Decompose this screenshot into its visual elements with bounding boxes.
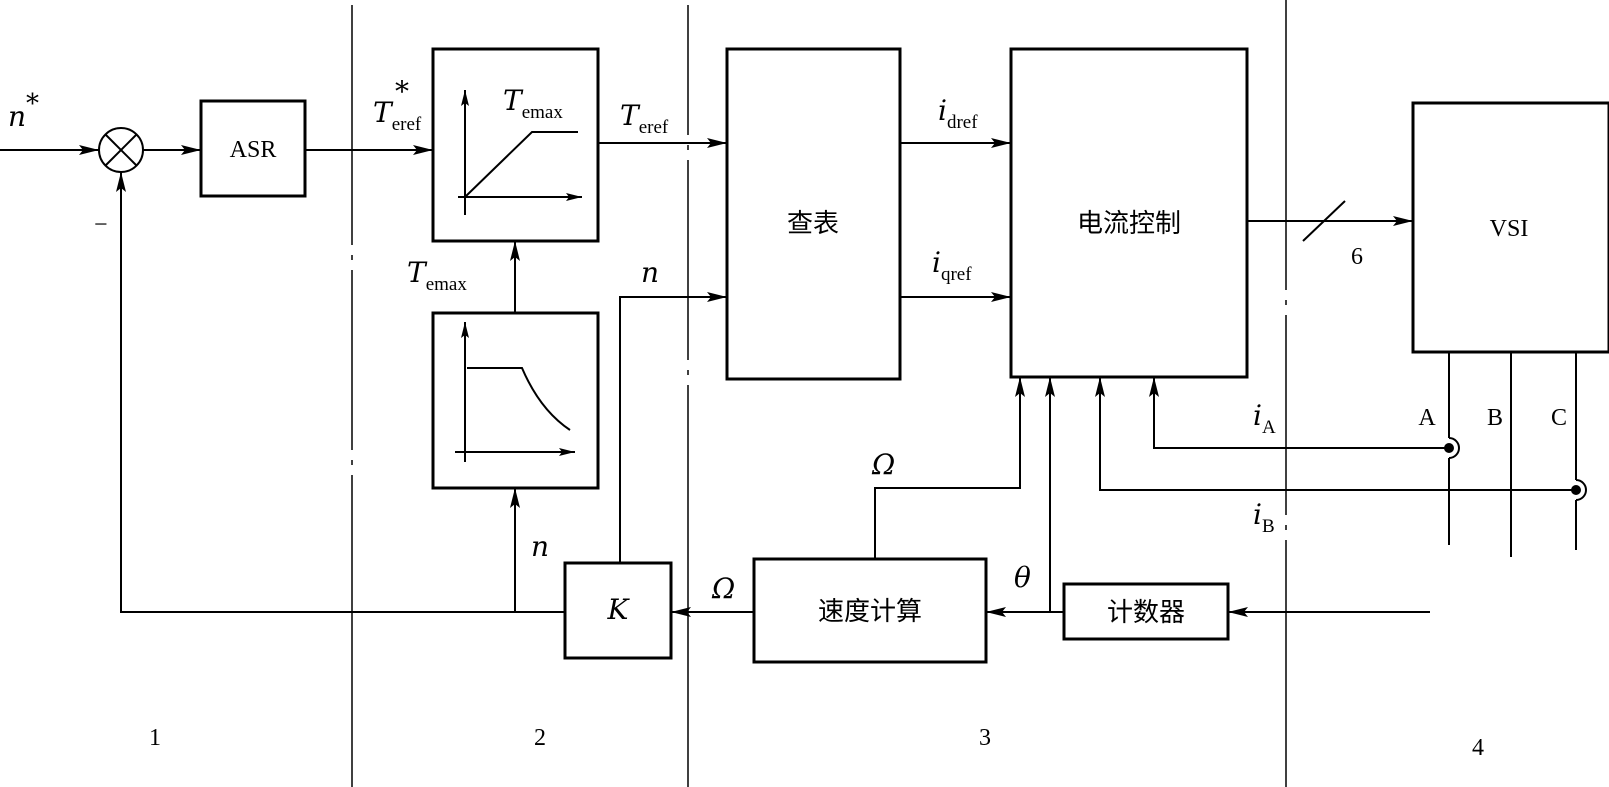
minus-sign: − xyxy=(94,212,108,238)
bus-slash xyxy=(1302,200,1346,242)
label-n-top: n xyxy=(641,256,659,289)
ia-feedback-arrow xyxy=(1149,377,1449,449)
phase-a-jump xyxy=(1448,437,1460,459)
asr-label: ASR xyxy=(230,137,277,163)
speed-feedback-arrow xyxy=(116,172,565,613)
limiter-curve xyxy=(464,131,578,198)
speed-calc-label: 速度计算 xyxy=(818,597,922,627)
counter-block xyxy=(1062,582,1230,641)
label-n-star: n* xyxy=(8,89,39,133)
counter-label: 计数器 xyxy=(1107,598,1185,628)
label-teref-star: Teref xyxy=(373,96,422,135)
label-omega-k: Ω xyxy=(711,572,735,605)
label-temax-in-graph: Temax xyxy=(503,84,563,123)
temax-characteristic-block xyxy=(431,311,600,490)
asr-block xyxy=(199,99,307,198)
label-theta: θ xyxy=(1014,561,1031,594)
label-ib: iB xyxy=(1253,498,1275,537)
label-temax-side: Temax xyxy=(407,256,467,295)
label-omega-top: Ω xyxy=(871,448,895,481)
summing-junction xyxy=(98,127,144,173)
phase-c-jump xyxy=(1575,479,1587,501)
speed-calc-block xyxy=(752,557,988,664)
label-teref-star-superscript: * xyxy=(395,75,409,108)
label-idref: idref xyxy=(938,94,978,133)
current-control-label: 电流控制 xyxy=(1077,209,1181,239)
region-dividers xyxy=(351,0,1287,787)
phase-label-c: C xyxy=(1551,405,1567,431)
region-label-2: 2 xyxy=(534,725,546,751)
label-iqref: iqref xyxy=(932,246,972,285)
lookup-table-block xyxy=(725,47,902,381)
omega-to-control-arrow xyxy=(874,377,1025,559)
region-label-1: 1 xyxy=(149,725,161,751)
vsi-block xyxy=(1411,101,1609,354)
phase-lines: A B C xyxy=(1418,352,1587,557)
phase-label-b: B xyxy=(1487,405,1503,431)
vsi-label: VSI xyxy=(1490,216,1529,242)
lookup-table-label: 查表 xyxy=(787,209,839,239)
temax-graph-curve xyxy=(467,367,571,431)
label-n-bottom: n xyxy=(531,530,549,563)
torque-limiter-block xyxy=(431,47,600,243)
region-label-3: 3 xyxy=(979,725,991,751)
phase-label-a: A xyxy=(1418,405,1436,431)
ib-feedback-arrow xyxy=(1095,377,1576,491)
label-teref: Teref xyxy=(620,99,669,138)
n-to-lookup-arrow xyxy=(619,292,727,563)
label-ia: iA xyxy=(1253,399,1276,438)
current-control-block xyxy=(1009,47,1249,379)
region-label-4: 4 xyxy=(1472,735,1484,761)
label-bus-count: 6 xyxy=(1351,244,1363,270)
k-label: K xyxy=(607,593,631,626)
